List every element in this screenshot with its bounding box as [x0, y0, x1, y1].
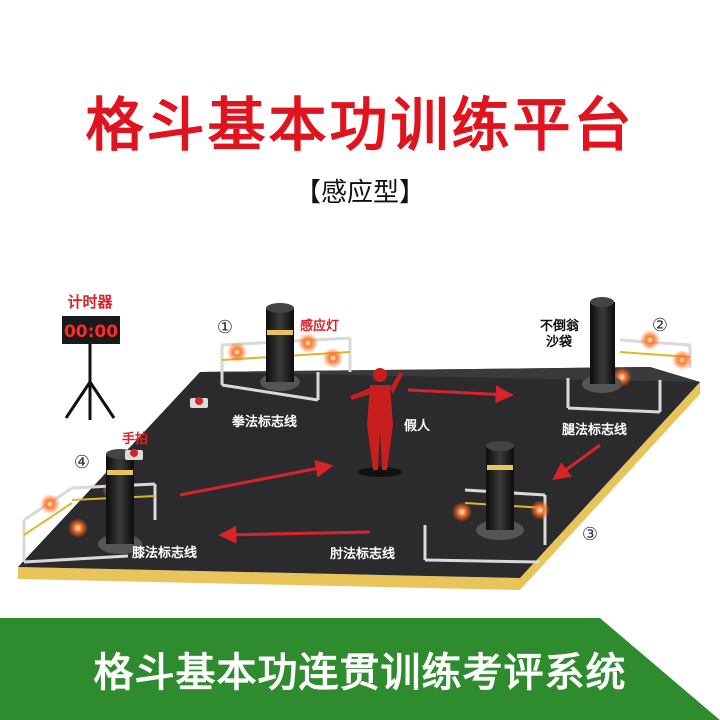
dummy-label: 假人: [404, 418, 431, 434]
tumbler-bag-4: [98, 449, 142, 554]
training-platform-diagram: 00:00 计时器 ① ② ③ ④ 感应灯 不倒翁 沙袋 手拍 假人 拳法标志线…: [18, 293, 700, 590]
hand-clap-label: 手拍: [122, 431, 148, 447]
page-title: 格斗基本功训练平台: [85, 91, 635, 159]
hand-clap-pad-4: [125, 449, 143, 460]
bottom-banner: [0, 618, 720, 720]
timer-device: [62, 316, 120, 420]
station-2-number: ②: [652, 315, 668, 336]
fist-line-label: 拳法标志线: [231, 414, 297, 430]
sensor-light-label: 感应灯: [300, 318, 339, 334]
direction-arrows: [179, 385, 601, 544]
station-1-number: ①: [217, 317, 233, 338]
hand-clap-pad-1: [190, 397, 208, 408]
station-4-number: ④: [74, 452, 90, 473]
knee-line-label: 膝法标志线: [131, 545, 197, 561]
timer-label: 计时器: [67, 293, 113, 311]
leg-line-label: 腿法标志线: [562, 422, 627, 438]
station-3-number: ③: [582, 524, 598, 545]
elbow-line-label: 肘法标志线: [330, 546, 395, 562]
tumbler-bag-label-line2: 沙袋: [546, 334, 573, 350]
tumbler-bag-3: [476, 441, 524, 540]
banner-text: 格斗基本功连贯训练考评系统: [93, 650, 627, 696]
tumbler-bag-1: [260, 303, 300, 391]
page-subtitle: 【感应型】: [294, 178, 425, 208]
timer-display: 00:00: [64, 322, 118, 342]
training-dummy: [350, 368, 403, 477]
tumbler-bag-label-line1: 不倒翁: [540, 318, 580, 334]
platform-edge: [18, 382, 700, 590]
tumbler-bag-2: [582, 297, 622, 393]
